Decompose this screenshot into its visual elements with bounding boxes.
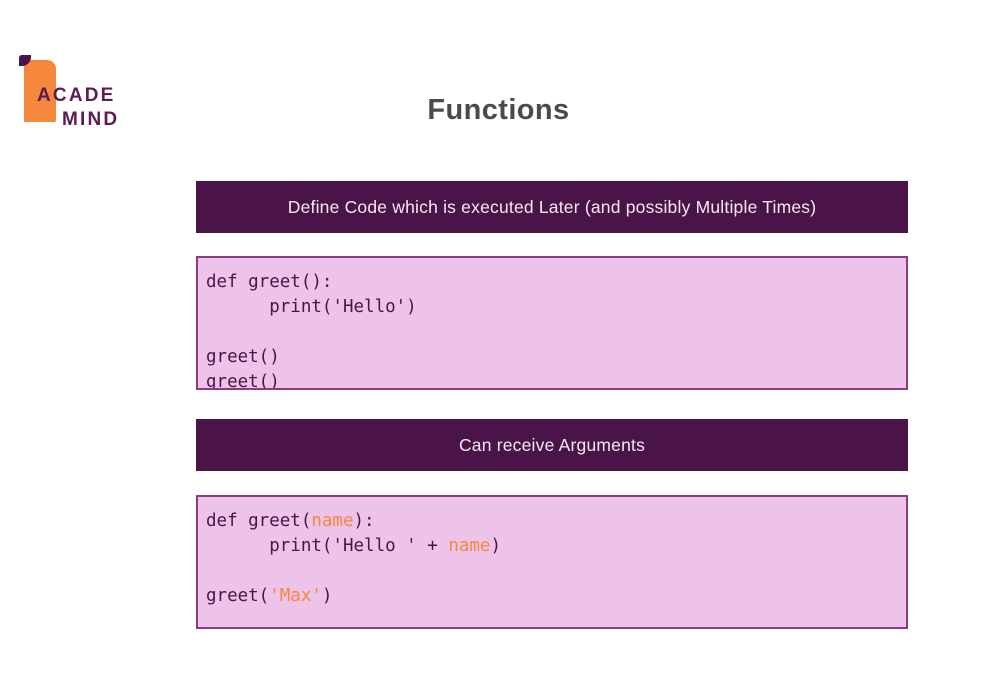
code-token-argument: name xyxy=(448,536,491,556)
code-line: greet() xyxy=(206,370,906,390)
page-title: Functions xyxy=(427,94,570,126)
logo-wordmark: ACADE MIND xyxy=(37,84,157,132)
code-token: def greet( xyxy=(206,511,312,531)
academind-book-icon xyxy=(19,55,57,127)
logo-wordmark-line-2: MIND xyxy=(62,109,120,130)
code-token: greet( xyxy=(206,586,270,606)
code-token: greet() xyxy=(206,372,280,390)
code-token: def greet(): xyxy=(206,272,333,292)
code-line: def greet(): xyxy=(206,270,906,295)
code-token: ) xyxy=(490,536,502,556)
code-token: greet() xyxy=(206,347,280,367)
code-token: print('Hello ' + xyxy=(206,536,449,556)
logo-wordmark-line-1: ACADE xyxy=(37,85,116,106)
section-banner-define-code: Define Code which is executed Later (and… xyxy=(196,181,908,233)
section-banner-arguments: Can receive Arguments xyxy=(196,419,908,471)
code-block-function-with-argument: def greet(name): print('Hello ' + name) … xyxy=(196,495,908,629)
code-token-argument: name xyxy=(311,511,354,531)
code-token: ) xyxy=(321,586,333,606)
code-block-basic-function: def greet(): print('Hello') greet() greet… xyxy=(196,256,908,390)
logo-corner-shape xyxy=(19,55,31,66)
code-token: ): xyxy=(353,511,375,531)
code-line: greet('Max') xyxy=(206,584,906,609)
code-line: print('Hello') xyxy=(206,295,906,320)
code-token-argument: 'Max' xyxy=(269,586,322,606)
banner-label: Can receive Arguments xyxy=(458,434,646,455)
code-line: def greet(name): xyxy=(206,509,906,534)
banner-label: Define Code which is executed Later (and… xyxy=(287,196,817,217)
code-token: print('Hello') xyxy=(206,297,417,317)
academind-logo: ACADE MIND xyxy=(16,52,156,130)
code-line xyxy=(206,320,906,345)
code-line: greet() xyxy=(206,345,906,370)
code-line xyxy=(206,559,906,584)
logo-book-shape xyxy=(24,60,56,122)
code-line: print('Hello ' + name) xyxy=(206,534,906,559)
